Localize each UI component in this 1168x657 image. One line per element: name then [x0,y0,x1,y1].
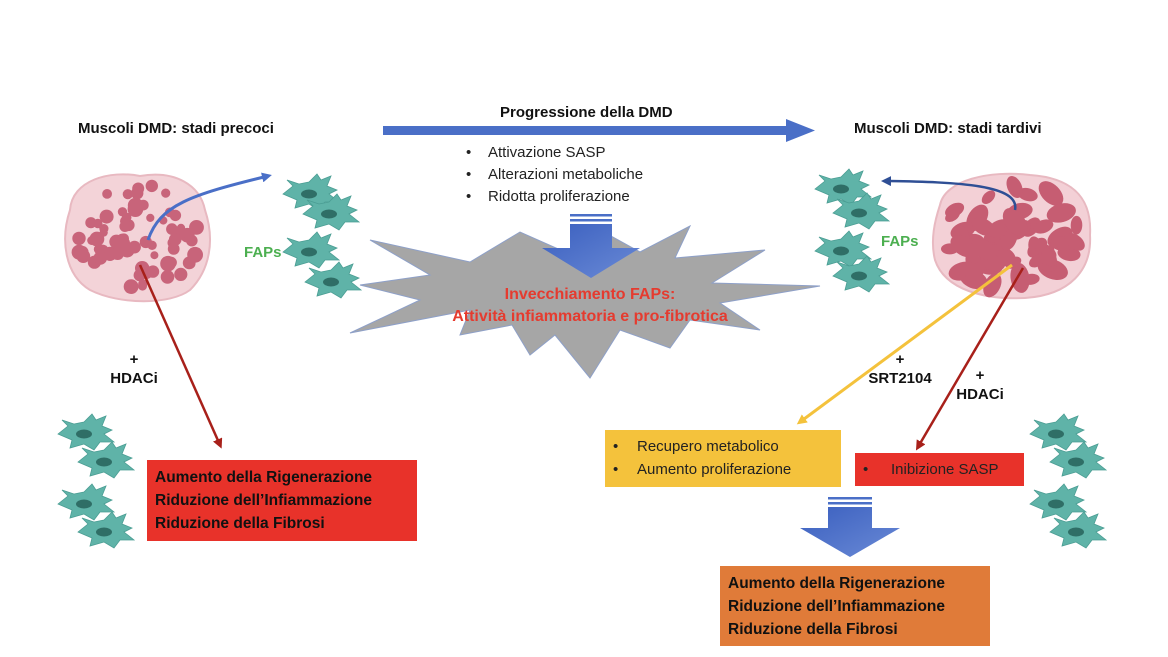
metabolic-recovery-box: •Recupero metabolico •Aumento proliferaz… [605,430,841,487]
muscle-fiber [1022,273,1040,285]
muscle-fiber [128,240,141,254]
treatment-hdaci-early: + HDACi [110,351,158,387]
muscle-fiber [1002,208,1028,236]
muscle-fiber [76,249,91,263]
muscle-fiber [965,262,986,282]
treatment-srt2104: + SRT2104 [868,351,932,387]
muscle-fiber [93,251,108,265]
muscle-fiber [150,251,159,260]
muscle-fiber [1038,181,1064,206]
muscle-fiber [165,256,177,269]
muscle-fiber [99,209,114,224]
progression-bullet: •Ridotta proliferazione [466,188,630,205]
muscle-late-icon [931,172,1092,300]
muscle-fiber [1033,219,1054,234]
muscle-fiber [950,235,979,258]
muscle-fiber [1070,215,1083,235]
muscle-fiber [1006,176,1023,198]
muscle-fiber [1041,247,1057,267]
muscle-fiber [121,212,132,223]
late-stage-title: Muscoli DMD: stadi tardivi [854,120,1042,137]
muscle-fiber [945,209,960,223]
arrow-srt2104 [796,263,1013,425]
progression-bullet: •Alterazioni metaboliche [466,166,644,183]
muscle-fiber [1064,232,1085,251]
progression-title: Progressione della DMD [500,104,673,121]
metabolic-bullet: •Recupero metabolico [613,438,779,455]
muscle-fiber [72,231,86,246]
muscle-fiber [138,281,147,291]
muscle-fiber [1046,203,1076,223]
muscle-fiber [1029,254,1046,268]
fap-cells-left [282,173,362,299]
muscle-fiber [146,213,155,222]
muscle-fiber [102,189,112,199]
fap-cells-bottom-left [57,413,135,549]
muscle-fiber [132,182,145,195]
muscle-fiber [166,223,178,235]
muscle-fiber [147,240,157,250]
muscle-fiber [168,233,182,246]
muscle-fiber [981,190,996,205]
muscle-fiber [183,230,193,240]
progression-bullets: •Attivazione SASP •Alterazioni metabolic… [466,142,643,208]
aging-burst-line: Attività infiammatoria e pro-fibrotica [452,308,728,325]
down-arrow-center [542,214,640,278]
fap-cells-right [814,168,890,293]
muscle-fiber [111,246,125,260]
fap-cells-bottom-right [1029,413,1107,549]
metabolic-bullet: •Aumento proliferazione [613,461,792,478]
muscle-fiber [145,179,158,193]
muscle-fiber [89,231,105,247]
muscle-fiber [941,243,959,255]
muscle-fiber [169,209,182,222]
muscle-fiber [185,258,196,269]
muscle-fiber [160,270,175,284]
muscle-fiber [187,246,204,263]
muscle-fiber [167,243,180,255]
muscle-fiber [99,228,108,237]
faps-label-left: FAPs [244,244,282,261]
aging-burst-line: Invecchiamento FAPs: [504,286,676,303]
outcome-box-early: Aumento della Rigenerazione Riduzione de… [147,460,417,541]
muscle-fiber [971,238,997,260]
muscle-fiber [123,279,139,294]
arrow-muscle-to-faps-right [881,176,1017,211]
muscle-fiber [174,267,188,281]
arrow-muscle-to-faps-left [146,172,272,241]
down-arrow-outcome [800,497,900,557]
muscle-fiber [1017,187,1038,202]
muscle-fiber [1010,262,1030,293]
arrow-hdaci-early [138,264,223,449]
muscle-fiber [85,217,97,229]
muscle-fiber [176,223,186,232]
muscle-fiber [119,220,131,232]
muscle-fiber [161,188,171,198]
aging-burst-shape [349,224,821,379]
early-stage-title: Muscoli DMD: stadi precoci [78,120,274,137]
progression-bullet: •Attivazione SASP [466,144,606,161]
muscle-fiber [983,273,1002,298]
treatment-hdaci-late: + HDACi [956,367,1004,403]
muscle-fiber [122,189,133,200]
muscle-fiber [127,197,144,214]
faps-label-right: FAPs [881,233,919,250]
outcome-box-late: Aumento della Rigenerazione Riduzione de… [720,566,990,646]
arrow-hdaci-late [915,267,1025,451]
muscle-early-icon [64,173,211,303]
progression-arrow [383,119,815,142]
aging-burst-text: Invecchiamento FAPs: Attività infiammato… [420,284,760,328]
sasp-inhibition-box: •Inibizione SASP [855,453,1024,486]
